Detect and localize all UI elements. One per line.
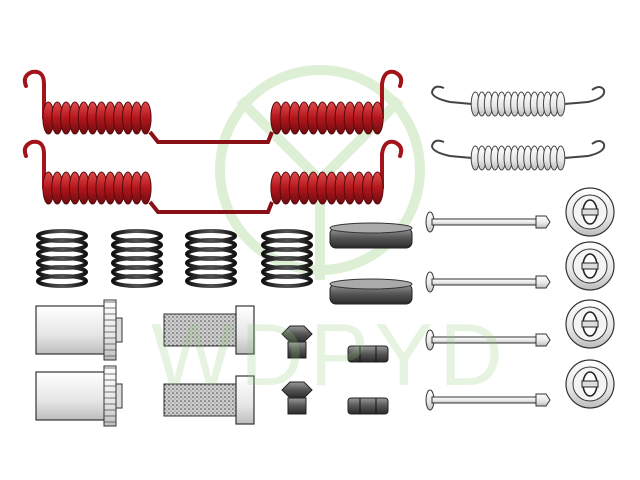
hold-down-pin [425, 211, 551, 233]
retainer-cup [565, 299, 615, 349]
retainer-cup [565, 359, 615, 409]
hold-down-pin [425, 389, 551, 411]
threaded-adjuster-screw [163, 305, 255, 355]
retainer-cup [565, 187, 615, 237]
small-nut [347, 345, 389, 363]
black-compression-spring [36, 229, 88, 288]
large-red-spring-assembly [22, 139, 404, 214]
adjuster-sleeve [35, 365, 123, 427]
threaded-adjuster-screw [163, 375, 255, 425]
black-compression-spring [111, 229, 163, 288]
retainer-cup [565, 241, 615, 291]
large-red-spring-assembly [22, 69, 404, 144]
black-compression-spring [185, 229, 237, 288]
adjuster-sleeve [35, 299, 123, 361]
white-tension-spring [430, 85, 606, 117]
small-bolt [281, 325, 313, 359]
small-nut [347, 397, 389, 415]
rubber-cap [329, 278, 413, 305]
hold-down-pin [425, 271, 551, 293]
white-tension-spring [430, 139, 606, 171]
small-bolt [281, 381, 313, 415]
rubber-cap [329, 222, 413, 249]
hold-down-pin [425, 329, 551, 351]
black-compression-spring [261, 229, 313, 288]
